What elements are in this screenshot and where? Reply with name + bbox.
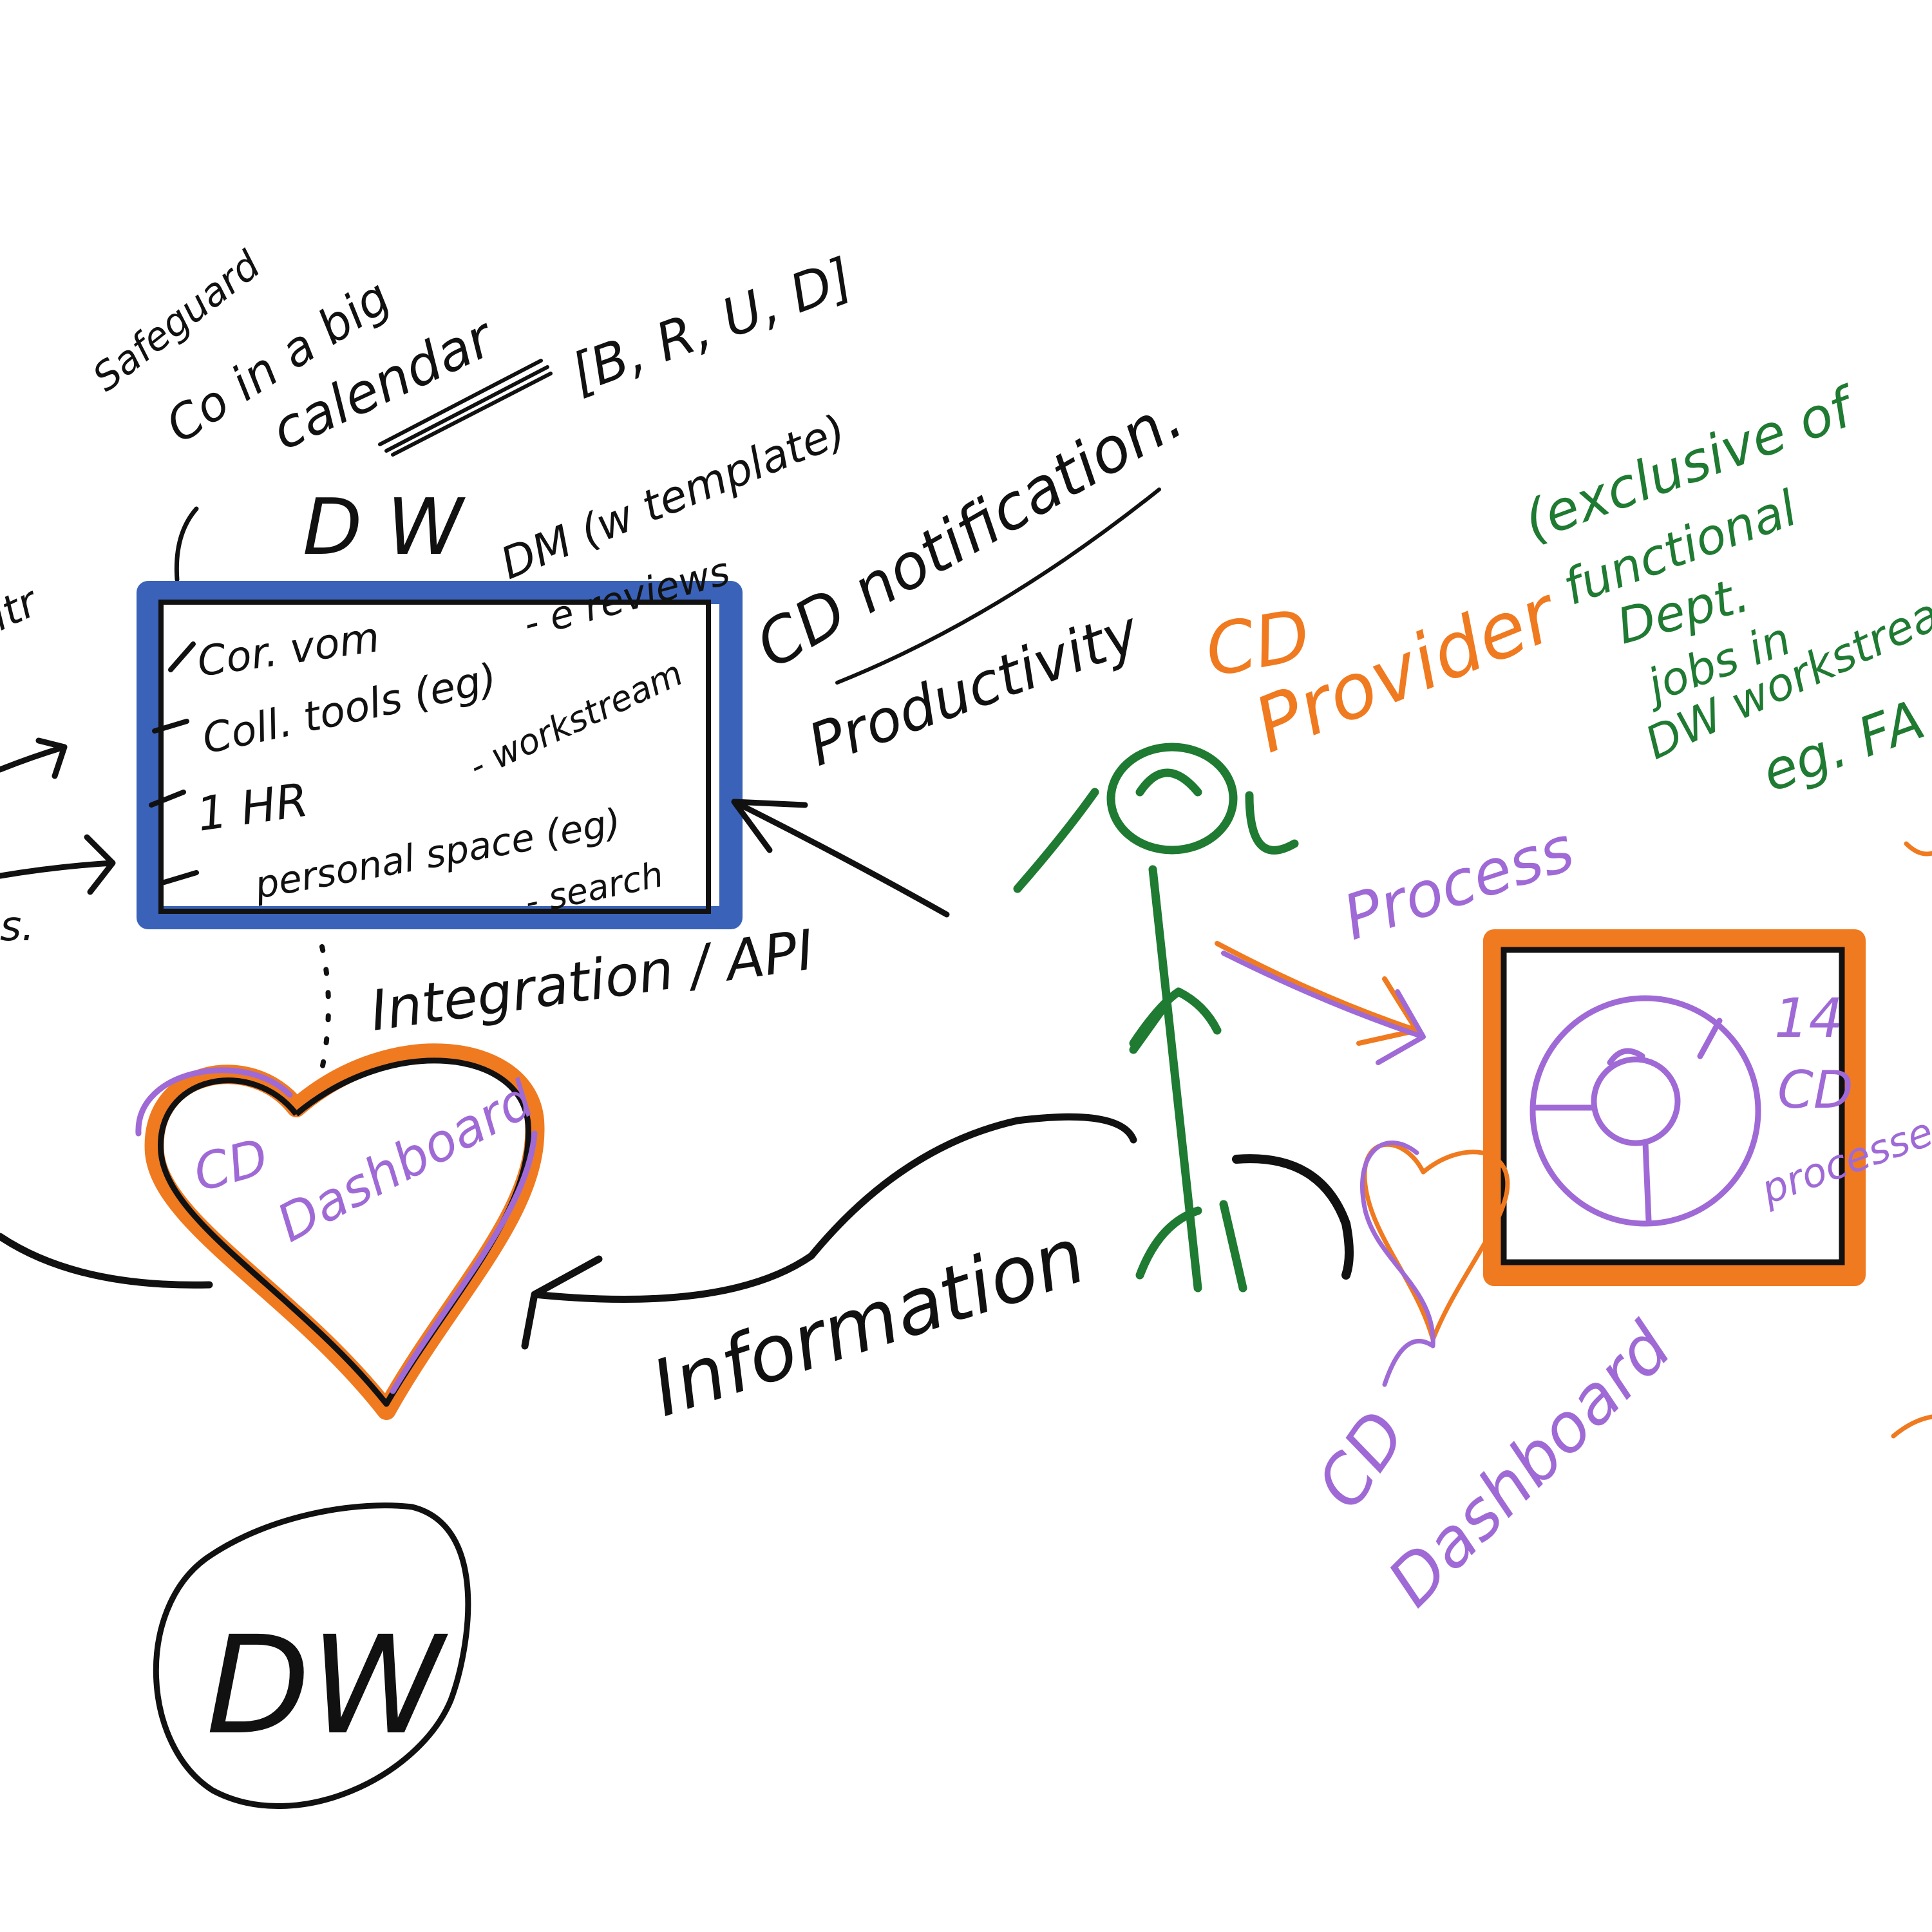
arrow-into-dw-bottom	[0, 834, 116, 895]
dw-box-side-notes: - e reviews - workstream - search	[463, 549, 735, 923]
heart-left: CD Dashboard	[135, 1043, 545, 1420]
dw-box-item-dashes	[149, 641, 199, 885]
process-cycle-icon	[1530, 995, 1761, 1227]
process-arrow	[1215, 941, 1426, 1065]
link-figure-to-heart-right	[1232, 1154, 1354, 1280]
dw-box-blue-frame	[137, 581, 743, 929]
heart-right	[1360, 1141, 1510, 1387]
provider-label-cd: CD	[1199, 594, 1316, 693]
right-edge-fragments	[1891, 841, 1932, 1439]
processes-box-ink-frame	[1501, 947, 1845, 1265]
heart-left-orange	[144, 1043, 545, 1420]
left-arrows	[0, 737, 116, 895]
top-note-codes: [B, R, U, D]	[563, 247, 860, 404]
processes-box-label-14: 14	[1774, 987, 1843, 1050]
calendar-underline	[378, 359, 553, 457]
dw-circle: DW	[153, 1502, 471, 1809]
information-arrow	[521, 1113, 1137, 1350]
information-label: Information	[641, 1211, 1096, 1435]
top-notes: Safeguard Co in a big calendar [B, R, U,…	[84, 242, 860, 462]
provider-note: (exclusive of functional Dept. jobs in D…	[1515, 374, 1932, 804]
dw-box-item: Cor. vom	[194, 614, 383, 687]
arrow-into-dw-top	[0, 737, 68, 779]
line-left-to-heart	[0, 1233, 213, 1289]
dw-box-bracket	[174, 506, 199, 582]
left-fragment-ltr: ltr	[0, 578, 47, 641]
arrow-productivity-to-dw	[731, 799, 950, 918]
integration-dotted-link	[319, 944, 331, 1072]
heart-right-label-cd: CD	[1302, 1397, 1423, 1522]
dw-box-title: D W	[303, 483, 466, 573]
dw-side-note: - workstream	[463, 652, 689, 786]
cd-notification-underline	[835, 488, 1161, 685]
heart-right-purple	[1360, 1141, 1435, 1387]
dw-box-item: 1 HR	[194, 773, 312, 842]
dw-circle-outline	[153, 1502, 471, 1809]
dw-box-items: Cor. vom Coll. tools (eg) 1 HR personal …	[194, 614, 624, 907]
heart-right-label-dashboard: Dashboard	[1372, 1307, 1686, 1621]
dw-box-ink-frame	[158, 600, 711, 914]
processes-box-orange-frame	[1483, 929, 1866, 1286]
dw-circle-label: DW	[206, 1607, 449, 1765]
heart-left-ink	[158, 1057, 532, 1407]
stick-figure-icon	[1013, 743, 1299, 1293]
processes-box-label-cd: CD	[1777, 1060, 1853, 1120]
left-fragment-s: s.	[0, 903, 35, 951]
heart-left-label-cd: CD	[188, 1128, 274, 1204]
integration-api-label: Integration / API	[366, 918, 818, 1044]
heart-left-purple	[135, 1067, 538, 1394]
